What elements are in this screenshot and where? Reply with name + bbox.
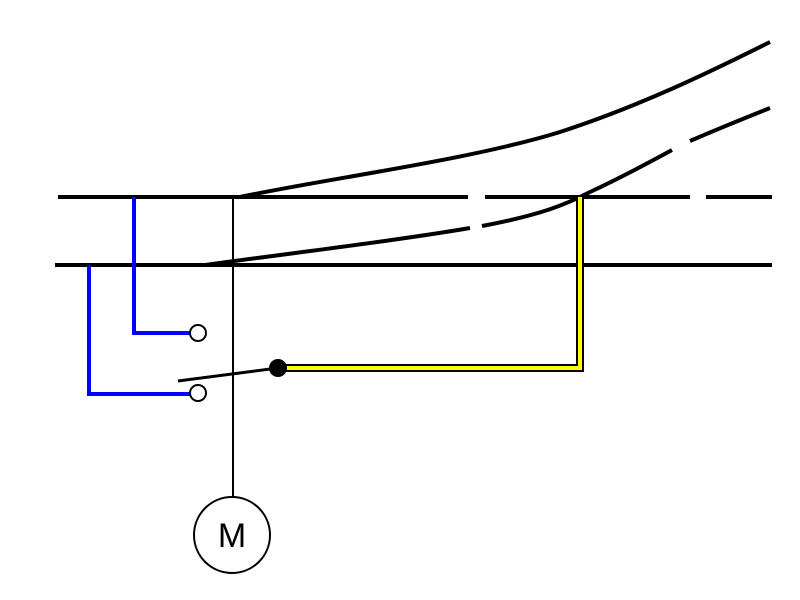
motor-circle bbox=[193, 496, 271, 574]
contact-lower bbox=[189, 384, 207, 402]
switch-wires bbox=[87, 197, 190, 396]
switch-blade bbox=[177, 366, 279, 383]
wire-top-rail-to-contact bbox=[132, 197, 190, 335]
frog-wire-outline bbox=[278, 197, 584, 372]
diverging-rail-inner-3 bbox=[689, 106, 771, 143]
frog-wire bbox=[278, 197, 584, 372]
frog-wire-fill bbox=[278, 197, 582, 370]
diverging-rail-inner-2 bbox=[481, 148, 673, 228]
wire-bottom-rail-to-contact bbox=[87, 265, 190, 396]
motor: M bbox=[193, 496, 271, 574]
straight-track bbox=[55, 195, 772, 267]
diverging-track bbox=[204, 40, 771, 267]
diverging-rail-inner-1 bbox=[204, 226, 471, 267]
contact-upper bbox=[189, 324, 207, 342]
diverging-rail-outer bbox=[239, 40, 771, 199]
motor-label: M bbox=[218, 517, 246, 555]
switch-pivot bbox=[269, 359, 287, 377]
